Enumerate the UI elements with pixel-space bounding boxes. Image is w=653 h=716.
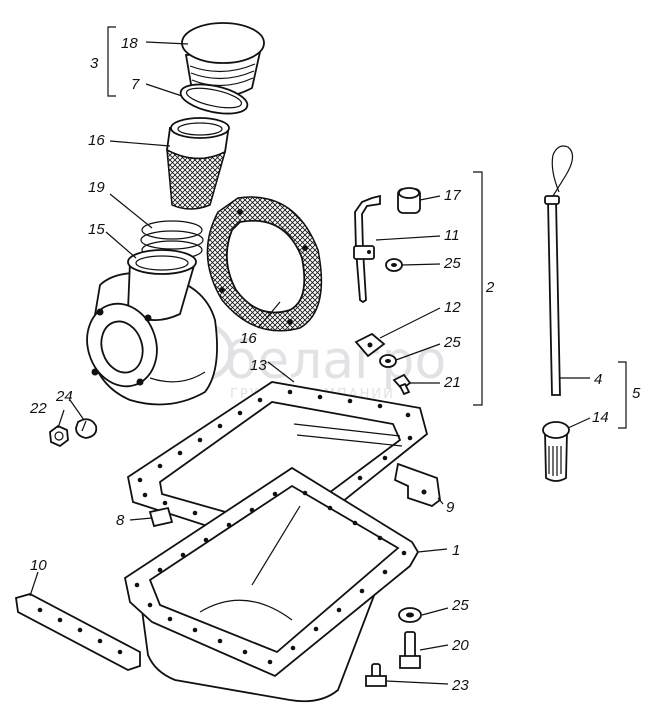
label-20: 20 [451, 637, 469, 654]
part-25-washer-middle [379, 354, 397, 368]
label-10: 10 [30, 557, 47, 574]
label-25-top: 25 [443, 255, 461, 272]
label-25-middle: 25 [443, 334, 461, 351]
part-16-gasket [206, 196, 323, 332]
part-15-filler-housing [86, 249, 218, 406]
label-9: 9 [446, 499, 455, 516]
part-1-oil-pan [123, 466, 420, 703]
label-24: 24 [55, 388, 73, 405]
bracket-5 [618, 361, 627, 429]
part-11-dipstick-tube [353, 194, 381, 304]
label-25-bottom: 25 [451, 597, 469, 614]
label-22: 22 [29, 400, 47, 417]
part-9-gasket-strip [393, 462, 441, 508]
label-17: 17 [444, 187, 461, 204]
label-3: 3 [90, 55, 99, 72]
part-7-o-ring [179, 83, 249, 115]
label-7: 7 [131, 76, 140, 93]
label-23: 23 [451, 677, 469, 694]
part-14-dipstick-cap [542, 421, 570, 482]
part-22-nut [49, 424, 69, 448]
part-8-gasket-tab [148, 506, 174, 528]
part-4-dipstick [544, 145, 574, 396]
part-12-clamp [354, 332, 386, 358]
label-21: 21 [443, 374, 461, 391]
bracket-3 [107, 26, 116, 97]
label-1: 1 [452, 542, 460, 559]
part-25-washer-bottom [398, 607, 422, 623]
label-16-gasket: 16 [240, 330, 257, 347]
label-8: 8 [116, 512, 125, 529]
label-16-strainer: 16 [88, 132, 105, 149]
leader-lines [29, 41, 591, 685]
label-14: 14 [592, 409, 609, 426]
part-23-bolt [365, 663, 387, 687]
label-5: 5 [632, 385, 641, 402]
callout-labels: 18 7 3 16 19 15 16 17 11 25 2 12 25 21 1… [29, 35, 641, 694]
label-4: 4 [594, 371, 602, 388]
label-12: 12 [444, 299, 461, 316]
part-10-side-gasket [14, 593, 141, 671]
part-18-filler-cap [181, 22, 265, 98]
label-15: 15 [88, 221, 105, 238]
label-13: 13 [250, 357, 267, 374]
label-19: 19 [88, 179, 105, 196]
part-20-bolt [399, 631, 421, 669]
part-24-lock-washer [75, 418, 98, 439]
label-2: 2 [485, 279, 495, 296]
label-18: 18 [121, 35, 138, 52]
part-13-sump-gasket [126, 381, 429, 552]
label-11: 11 [444, 227, 460, 244]
part-25-washer-top [385, 258, 403, 272]
part-16-strainer [166, 117, 230, 210]
bracket-2 [473, 171, 483, 406]
part-17-rubber-plug [397, 187, 421, 214]
